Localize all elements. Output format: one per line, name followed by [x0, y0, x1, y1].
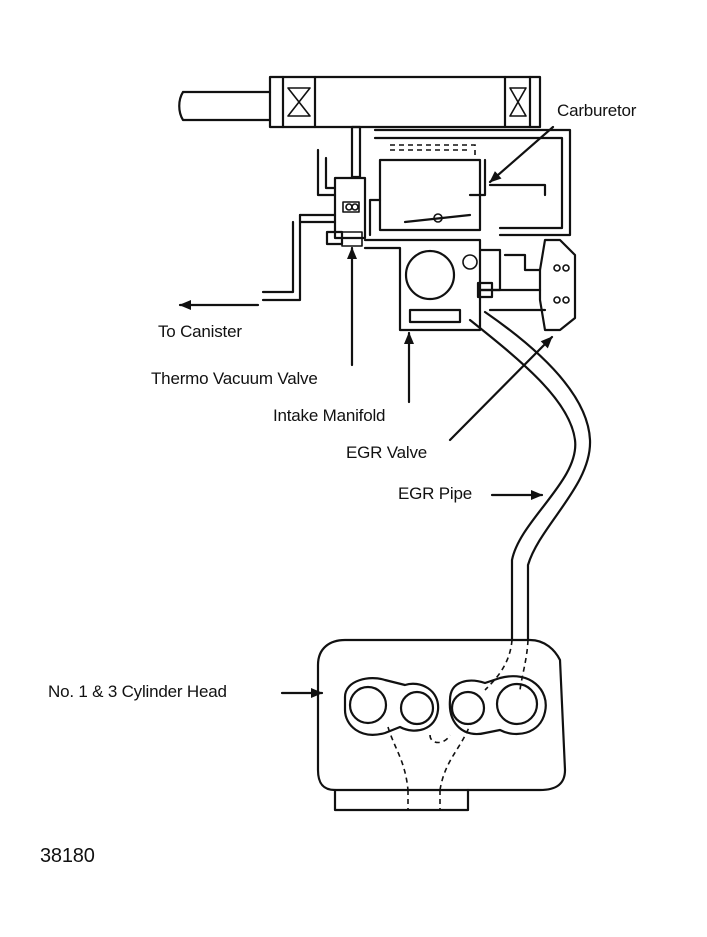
egr-pipe [468, 310, 592, 642]
to-canister-label: To Canister [158, 322, 242, 341]
intake-manifold-label: Intake Manifold [273, 406, 386, 425]
air-cleaner [178, 75, 542, 129]
cylinder-head-label: No. 1 & 3 Cylinder Head [48, 682, 227, 701]
intake-manifold [363, 238, 502, 332]
vacuum-hoses [261, 148, 367, 302]
egr-valve [476, 238, 577, 332]
carburetor-body [350, 125, 572, 237]
egr-valve-label: EGR Valve [346, 443, 428, 462]
leader-arrows [178, 125, 555, 698]
thermo-vacuum-valve-label: Thermo Vacuum Valve [151, 369, 318, 388]
egr-pipe-label: EGR Pipe [398, 484, 472, 503]
carburetor-label: Carburetor [557, 101, 637, 120]
cylinder-head [316, 638, 567, 812]
figure-number: 38180 [40, 845, 95, 867]
